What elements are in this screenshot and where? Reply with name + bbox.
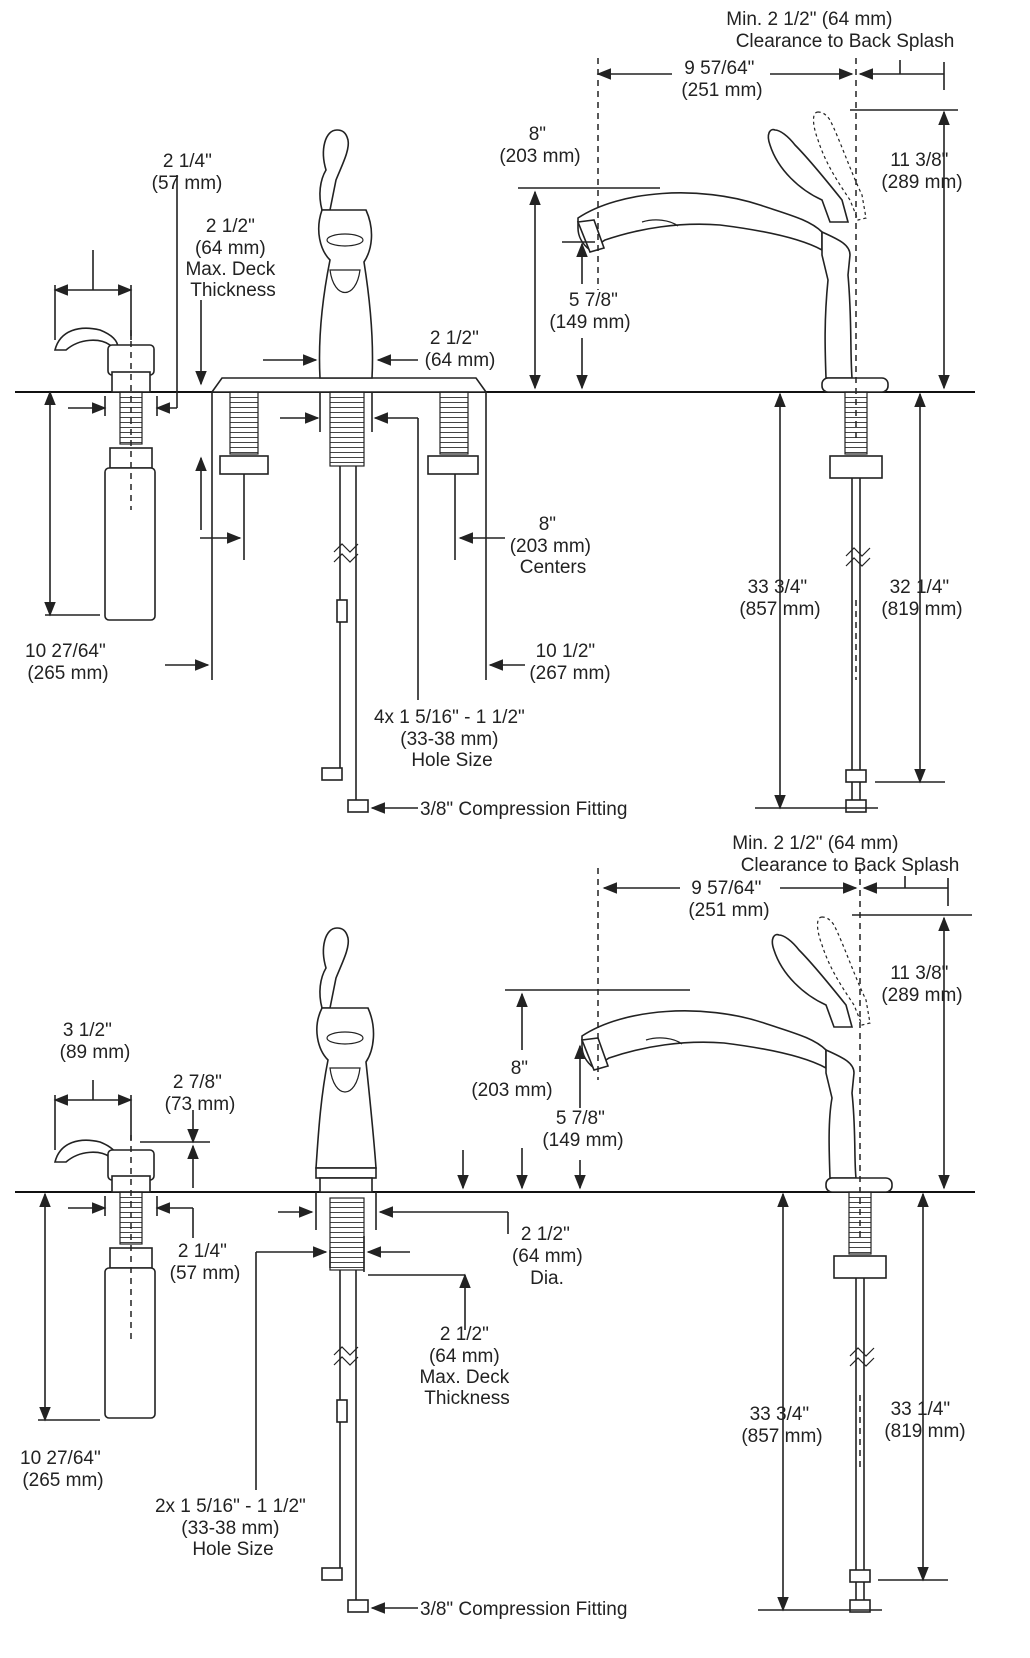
escutcheon-plate <box>210 377 488 393</box>
top-spout-height-label: 8" (203 mm) <box>499 124 580 167</box>
bottom-drawing: Min. 2 1/2" (64 mm) Clearance to Back Sp… <box>15 833 975 1620</box>
bottom-faucet-side <box>580 916 893 1613</box>
bottom-max-deck-label: 2 1/2" (64 mm) Max. Deck Thickness <box>419 1324 514 1409</box>
top-soap-depth-label: 10 27/64" (265 mm) <box>25 641 111 684</box>
top-base-dia-label: 2 1/2" (64 mm) <box>425 328 496 371</box>
soap-dispenser <box>53 1135 156 1419</box>
top-aerator-height-label: 5 7/8" (149 mm) <box>549 290 630 333</box>
bottom-soap-height-label: 2 7/8" (73 mm) <box>165 1072 236 1115</box>
top-max-deck-label: 2 1/2" (64 mm) Max. Deck Thickness <box>185 216 280 301</box>
bottom-reach-label: 9 57/64" (251 mm) <box>688 878 769 921</box>
top-soap-width-label: 2 1/4" (57 mm) <box>152 151 223 194</box>
top-centers-label: 8" (203 mm) Centers <box>510 514 597 578</box>
top-overall-height-label: 11 3/8" (289 mm) <box>881 150 962 193</box>
bottom-fitting-label: 3/8" Compression Fitting <box>420 1599 627 1620</box>
bottom-hole-size-label: 2x 1 5/16" - 1 1/2" (33-38 mm) Hole Size <box>155 1496 311 1560</box>
top-fitting-label: 3/8" Compression Fitting <box>420 799 627 820</box>
top-faucet-front <box>318 129 374 379</box>
bottom-backsplash-clearance-label: Min. 2 1/2" (64 mm) Clearance to Back Sp… <box>732 833 959 876</box>
bottom-spout-height-label: 8" (203 mm) <box>471 1058 552 1101</box>
bottom-soap-depth-label: 10 27/64" (265 mm) <box>20 1448 106 1491</box>
top-faucet-side <box>576 111 889 813</box>
bottom-faucet-front <box>315 927 377 1193</box>
bottom-soap-shank-label: 2 1/4" (57 mm) <box>170 1241 241 1284</box>
top-depth-left-label: 33 3/4" (857 mm) <box>739 577 820 620</box>
top-drawing: Min. 2 1/2" (64 mm) Clearance to Back Sp… <box>15 9 975 820</box>
top-escutcheon-label: 10 1/2" (267 mm) <box>529 641 610 684</box>
bottom-depth-left-label: 33 3/4" (857 mm) <box>741 1404 822 1447</box>
top-depth-right-label: 32 1/4" (819 mm) <box>881 577 962 620</box>
top-reach-label: 9 57/64" (251 mm) <box>681 58 762 101</box>
bottom-soap-width-label: 3 1/2" (89 mm) <box>60 1020 131 1063</box>
soap-dispenser <box>53 327 156 621</box>
top-hole-size-label: 4x 1 5/16" - 1 1/2" (33-38 mm) Hole Size <box>374 707 530 771</box>
bottom-aerator-height-label: 5 7/8" (149 mm) <box>542 1108 623 1151</box>
bottom-depth-right-label: 33 1/4" (819 mm) <box>884 1399 965 1442</box>
top-backsplash-clearance-label: Min. 2 1/2" (64 mm) Clearance to Back Sp… <box>726 9 954 52</box>
bottom-overall-height-label: 11 3/8" (289 mm) <box>881 963 962 1006</box>
bottom-base-dia-label: 2 1/2" (64 mm) Dia. <box>512 1224 588 1289</box>
